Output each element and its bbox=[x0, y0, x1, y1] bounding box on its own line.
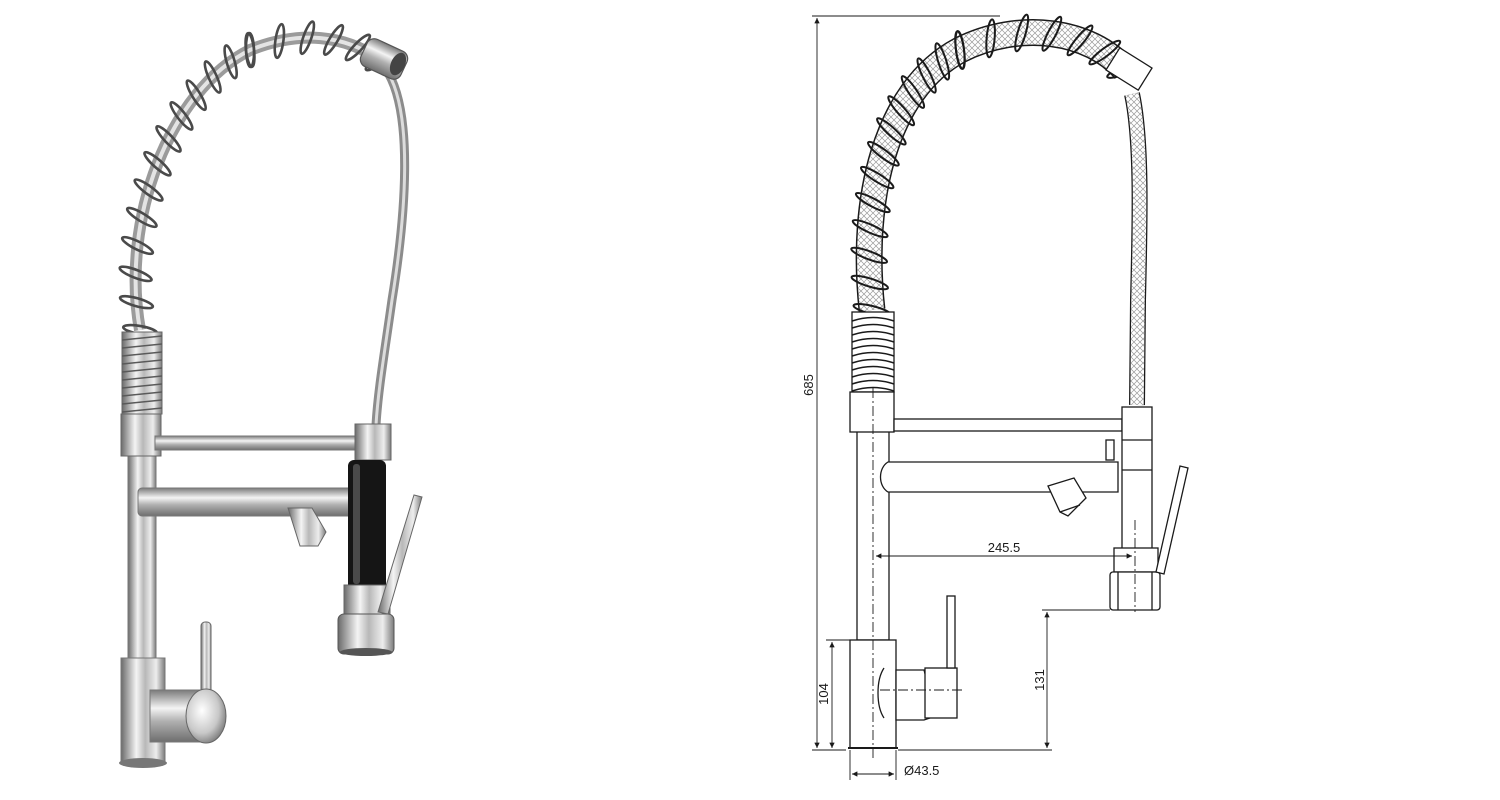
photo-spray-lever bbox=[377, 494, 423, 615]
drawing-inner-hose bbox=[855, 19, 1136, 312]
spring-coil bbox=[850, 246, 889, 264]
photo-mixer-knob bbox=[185, 688, 227, 744]
spring-coil bbox=[133, 178, 164, 202]
spring-coil bbox=[934, 42, 951, 81]
spring-coil bbox=[900, 75, 926, 109]
spring-coil bbox=[223, 44, 239, 80]
spring-base-coil bbox=[851, 351, 895, 357]
drawing-upper-arm bbox=[893, 418, 1123, 432]
spring-coil bbox=[322, 23, 345, 56]
spring-coil bbox=[985, 18, 996, 59]
spring-base-coil bbox=[851, 358, 895, 364]
faucet-photo bbox=[118, 20, 423, 768]
photo-upper-arm bbox=[154, 435, 361, 451]
photo-spout-arm bbox=[137, 487, 354, 517]
spring-coil bbox=[118, 265, 153, 283]
spring-coil bbox=[887, 95, 916, 127]
spring-base-coil bbox=[851, 365, 895, 371]
drawing-hose bbox=[1124, 92, 1148, 406]
spring-coil bbox=[851, 219, 889, 239]
spring-base-coil bbox=[851, 337, 895, 343]
spring-coil bbox=[1041, 15, 1063, 52]
dim-base-height: 104 bbox=[816, 683, 831, 705]
spring-coil bbox=[125, 206, 158, 229]
spring-base-coil bbox=[851, 372, 895, 378]
spring-coil bbox=[299, 20, 316, 56]
drawing-spray-lever bbox=[1155, 465, 1189, 575]
photo-spout-outlet bbox=[287, 507, 327, 547]
spring-coil bbox=[1014, 13, 1030, 53]
spring-coil bbox=[155, 124, 182, 153]
spring-coil bbox=[203, 60, 222, 94]
spring-coil bbox=[1066, 24, 1094, 57]
spring-base-coil bbox=[851, 386, 895, 392]
drawing-mixer-lever bbox=[946, 595, 956, 669]
spring-coil bbox=[1088, 39, 1122, 66]
drawing-spray-body bbox=[1121, 406, 1153, 551]
dim-spout-reach: 245.5 bbox=[988, 540, 1021, 555]
drawing-spring-base bbox=[851, 311, 895, 393]
spring-coil bbox=[854, 192, 891, 214]
photo-spring bbox=[118, 20, 396, 337]
photo-column bbox=[127, 454, 157, 661]
spring-base-coil bbox=[851, 316, 895, 322]
spring-coil bbox=[244, 31, 256, 69]
spring-coil bbox=[120, 235, 155, 256]
photo-mixer-lever bbox=[200, 621, 212, 695]
spring-coil bbox=[273, 22, 286, 60]
spring-coil bbox=[916, 57, 937, 94]
spring-base-coil bbox=[851, 344, 895, 350]
drawing-spring bbox=[850, 13, 1144, 317]
photo-spring-base bbox=[121, 331, 163, 415]
drawing-spout-arm bbox=[879, 461, 1119, 493]
spring-base-coil bbox=[851, 330, 895, 336]
spring-coil bbox=[954, 30, 966, 70]
photo-spring-head bbox=[359, 38, 409, 80]
spring-base-coil bbox=[851, 323, 895, 329]
spring-coil bbox=[143, 150, 172, 177]
faucet-technical-drawing: 685 245.5 104 131 Ø43.5 bbox=[801, 13, 1189, 780]
spring-coil bbox=[185, 79, 208, 112]
drawing-mixer-handle bbox=[924, 667, 958, 719]
dim-outlet-height: 131 bbox=[1032, 669, 1047, 691]
drawing-spring-head bbox=[1105, 47, 1153, 91]
dim-total-height: 685 bbox=[801, 374, 816, 396]
spring-coil bbox=[850, 274, 889, 291]
spring-coil bbox=[859, 165, 895, 190]
spring-base-coil bbox=[851, 379, 895, 385]
dim-base-diameter: Ø43.5 bbox=[904, 763, 939, 778]
spring-coil bbox=[867, 140, 900, 167]
spring-coil bbox=[118, 294, 155, 310]
spring-coil bbox=[344, 33, 372, 62]
spring-coil bbox=[876, 117, 907, 146]
spring-coil bbox=[169, 100, 194, 131]
